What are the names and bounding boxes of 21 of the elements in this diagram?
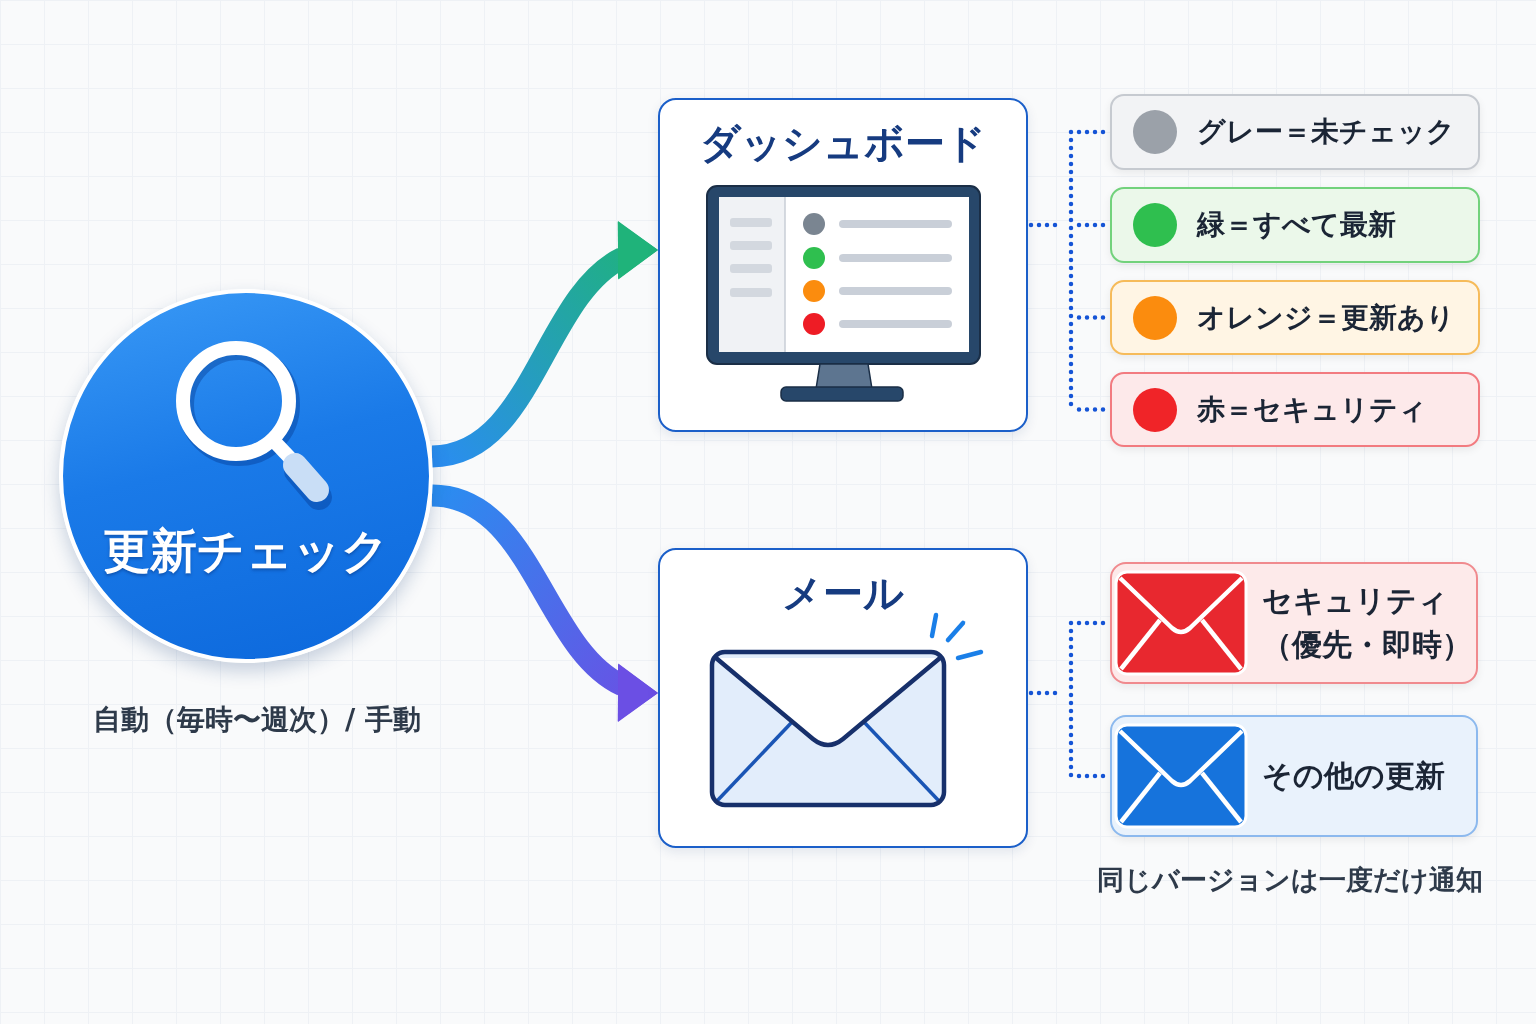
dotted-line — [1028, 620, 1074, 779]
status-box — [1110, 94, 1480, 170]
notification-label: その他の更新 — [1262, 757, 1445, 795]
status-box — [1110, 372, 1480, 447]
node-caption: 自動（毎時〜週次）/ 手動 — [93, 702, 421, 738]
process-box — [658, 548, 1028, 848]
process-box — [658, 98, 1028, 432]
status-box — [1110, 187, 1480, 263]
status-box — [1110, 280, 1480, 355]
status-label: グレー＝未チェック — [1197, 114, 1455, 150]
status-label: 赤＝セキュリティ — [1197, 392, 1427, 428]
notification-label: セキュリティ — [1262, 582, 1448, 620]
notification-box — [1110, 715, 1478, 837]
node-title: メール — [782, 569, 904, 618]
status-label: オレンジ＝更新あり — [1197, 300, 1455, 336]
notification-box — [1110, 562, 1478, 684]
node-title: ダッシュボード — [700, 119, 986, 168]
note-text: 同じバージョンは一度だけ通知 — [1097, 863, 1483, 897]
node-title: 更新チェック — [103, 522, 389, 580]
notification-label: （優先・即時） — [1262, 626, 1472, 664]
status-label: 緑＝すべて最新 — [1197, 207, 1396, 243]
